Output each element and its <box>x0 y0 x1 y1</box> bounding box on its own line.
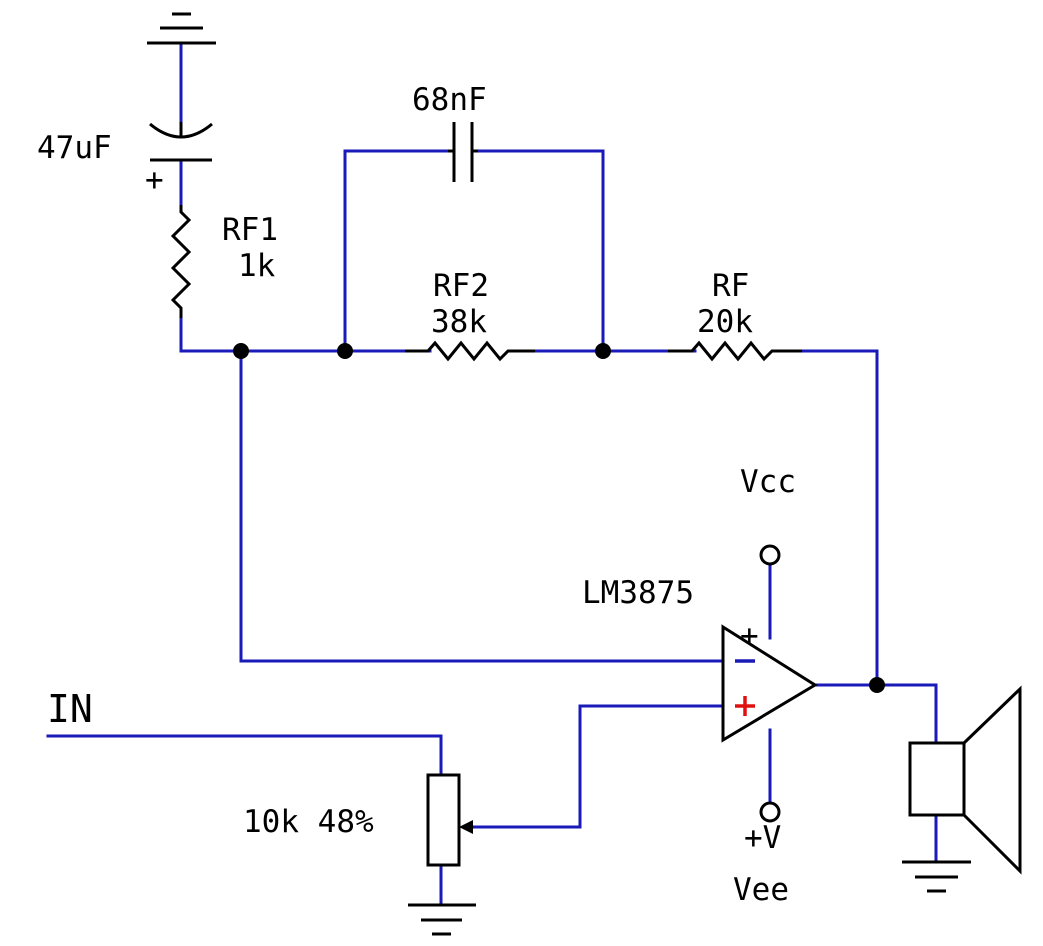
wire-rf-output <box>800 349 879 687</box>
resistor-rf2 <box>405 340 535 362</box>
label-47uf: 47uF <box>37 130 112 166</box>
junctions <box>233 343 885 693</box>
label-vcc: Vcc <box>740 464 796 500</box>
opamp-lm3875 <box>721 624 818 743</box>
wire-68nf-left <box>343 149 450 353</box>
label-rf-name: RF <box>712 268 749 304</box>
ground-symbol-top <box>147 12 216 45</box>
potentiometer-body <box>426 773 461 867</box>
label-rf1-name: RF1 <box>222 212 278 248</box>
junction-dot <box>233 343 249 359</box>
resistor-zigzag <box>170 205 192 318</box>
junction-dot <box>337 343 353 359</box>
label-68nf: 68nF <box>412 82 487 118</box>
labels: 47uF + RF1 1k 68nF RF2 38k RF 20k Vcc LM… <box>37 82 796 908</box>
resistor-zigzag <box>405 340 535 362</box>
resistor-rf1 <box>170 205 192 318</box>
label-47uf-polarity: + <box>145 162 164 198</box>
wire-input <box>46 734 443 777</box>
label-rf2-value: 38k <box>431 304 487 340</box>
wire-wiper-noninv <box>466 704 725 829</box>
wire-rf1-node <box>179 316 432 353</box>
label-lm3875: LM3875 <box>582 575 694 611</box>
speaker-coil <box>908 741 966 817</box>
wire-feedback-inv <box>239 349 725 663</box>
vee-terminal-icon <box>759 801 781 823</box>
label-vee: Vee <box>733 872 789 908</box>
capacitor-68nf <box>448 122 478 182</box>
vcc-terminal-icon <box>759 544 781 566</box>
wire-68nf-right <box>473 149 605 353</box>
label-rf-value: 20k <box>697 304 753 340</box>
opamp-triangle <box>721 624 818 743</box>
resistor-zigzag <box>668 340 802 362</box>
ground-symbol-speaker <box>902 860 971 893</box>
label-potentiometer: 10k 48% <box>243 804 374 840</box>
label-rf1-value: 1k <box>238 248 276 284</box>
wiper-arrow-icon <box>459 820 473 834</box>
label-plus-v: +V <box>744 820 781 856</box>
wire-opamp-out <box>813 683 938 745</box>
speaker-cone <box>962 685 1022 875</box>
speaker-icon <box>908 685 1022 875</box>
label-opamp-supply-plus: + <box>740 618 759 654</box>
junction-dot <box>595 343 611 359</box>
ground-symbol-pot <box>408 903 476 936</box>
junction-dot <box>869 677 885 693</box>
resistor-rf <box>668 340 802 362</box>
capacitor-47uf <box>149 122 213 162</box>
label-input: IN <box>47 687 93 731</box>
wires <box>46 43 938 907</box>
potentiometer-10k <box>426 773 473 867</box>
label-rf2-name: RF2 <box>433 268 489 304</box>
